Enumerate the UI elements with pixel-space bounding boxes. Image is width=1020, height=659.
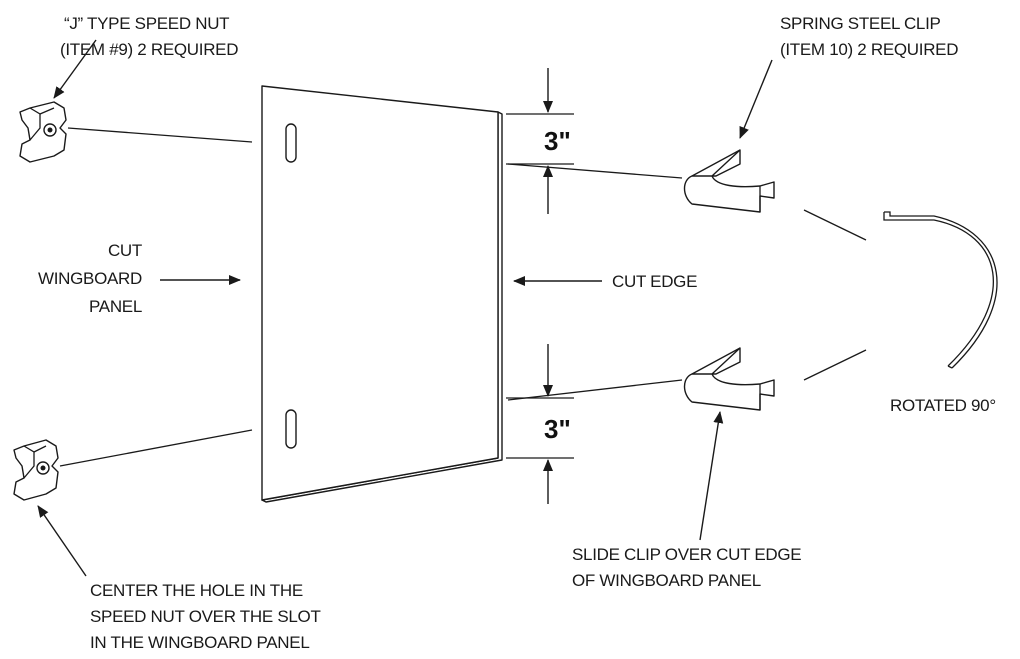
center-hole-label-line2: SPEED NUT OVER THE SLOT: [90, 607, 321, 626]
spring-clip-label-line1: SPRING STEEL CLIP: [780, 14, 941, 33]
slide-clip-label-line2: OF WINGBOARD PANEL: [572, 571, 761, 590]
center-hole-label-line1: CENTER THE HOLE IN THE: [90, 581, 303, 600]
speed-nut-bottom: [13, 439, 59, 501]
center-hole-label-line3: IN THE WINGBOARD PANEL: [90, 633, 309, 652]
cut-edge-label: CUT EDGE: [612, 272, 697, 291]
dimension-marks: [506, 68, 574, 504]
speed-nut-top: [19, 101, 67, 163]
spring-clip-label-line2: (ITEM 10) 2 REQUIRED: [780, 40, 958, 59]
speed-nut-label-line1: “J” TYPE SPEED NUT: [64, 14, 229, 33]
wingboard-panel: [261, 85, 503, 503]
speed-nut-label-line2: (ITEM #9) 2 REQUIRED: [60, 40, 238, 59]
panel-slot-top: [285, 123, 297, 163]
alignment-lines: [59, 127, 867, 467]
panel-label-line1: CUT: [108, 241, 142, 260]
callout-arrows: [37, 39, 773, 577]
clip-profile-rotated: [883, 211, 998, 369]
panel-slot-bottom: [285, 409, 297, 449]
rotated-label: ROTATED 90°: [890, 396, 996, 415]
panel-label-line2: WINGBOARD: [38, 269, 142, 288]
dimension-top: 3": [544, 126, 571, 156]
panel-label-line3: PANEL: [89, 297, 142, 316]
dimension-bottom: 3": [544, 414, 571, 444]
spring-clip-top: [683, 149, 775, 213]
slide-clip-label-line1: SLIDE CLIP OVER CUT EDGE: [572, 545, 801, 564]
spring-clip-bottom: [683, 347, 775, 411]
